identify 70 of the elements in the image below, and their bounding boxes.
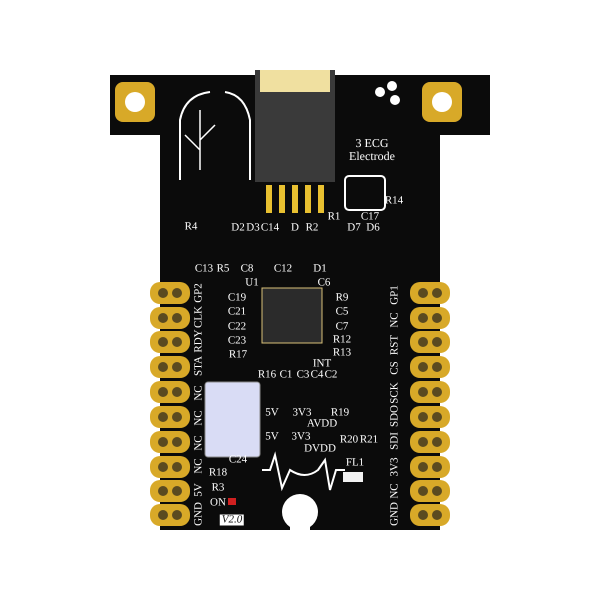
component-label: D bbox=[291, 222, 299, 234]
component-label: AVDD bbox=[306, 418, 338, 430]
component-label: R1 bbox=[328, 212, 340, 222]
pin-label: SDO bbox=[390, 405, 400, 427]
component-label: C19 bbox=[228, 292, 246, 304]
component-label: C8 bbox=[240, 264, 254, 274]
component-label: C24 bbox=[228, 454, 248, 466]
component-label: DVDD bbox=[304, 444, 336, 454]
component-label: V2.0 bbox=[220, 514, 244, 526]
pin-label: NC bbox=[194, 458, 204, 474]
component-label: D2 bbox=[231, 222, 245, 234]
component-label: D3 bbox=[246, 222, 260, 234]
component-label: C2 bbox=[324, 370, 338, 380]
component-label: D7 bbox=[347, 222, 361, 234]
component-label: R16 bbox=[258, 370, 276, 380]
component-label: C14 bbox=[260, 222, 280, 234]
component-label: D1 bbox=[313, 264, 327, 274]
component-label: C12 bbox=[274, 264, 292, 274]
component-label: FL1 bbox=[346, 458, 364, 468]
board-caption: 3 ECG Electrode bbox=[348, 137, 396, 163]
pin-label: CLK bbox=[194, 306, 204, 328]
component-label: R21 bbox=[360, 434, 378, 446]
component-label: C5 bbox=[336, 306, 348, 318]
component-label: ON bbox=[210, 498, 226, 508]
pin-label: NC bbox=[390, 483, 400, 499]
pin-label: STA bbox=[194, 356, 204, 376]
pin-label: NC bbox=[390, 312, 400, 328]
pin-label: GND bbox=[194, 502, 204, 526]
component-label: 3V3 bbox=[292, 432, 310, 442]
component-label: 3V3 bbox=[292, 408, 312, 418]
pin-label: NC bbox=[194, 385, 204, 401]
pin-label: NC bbox=[194, 435, 204, 451]
component-label: C7 bbox=[336, 322, 348, 332]
component-label: INT bbox=[312, 358, 332, 370]
component-label: C4 bbox=[310, 370, 324, 380]
component-label: R18 bbox=[208, 468, 228, 478]
component-label: R3 bbox=[212, 482, 224, 494]
pin-label: SDI bbox=[390, 432, 400, 450]
pin-label: GP1 bbox=[390, 285, 400, 305]
component-label: C21 bbox=[228, 306, 246, 318]
pin-label: CS bbox=[390, 361, 400, 375]
component-label: R12 bbox=[332, 334, 352, 346]
component-label: C6 bbox=[318, 278, 330, 288]
component-label: R4 bbox=[184, 222, 198, 232]
component-label: R20 bbox=[340, 434, 358, 446]
component-label: R13 bbox=[332, 348, 352, 358]
pin-label: RDY bbox=[194, 329, 204, 353]
component-label: C1 bbox=[280, 370, 292, 380]
component-label: R2 bbox=[306, 222, 318, 234]
component-label: R14 bbox=[384, 196, 404, 206]
component-label: D6 bbox=[366, 222, 380, 234]
pin-label: GND bbox=[390, 502, 400, 526]
component-label: C22 bbox=[228, 322, 246, 332]
pin-label: 3V3 bbox=[390, 458, 400, 476]
component-label: C3 bbox=[296, 370, 310, 380]
component-label: 5V bbox=[265, 432, 279, 442]
component-label: 5V bbox=[265, 408, 279, 418]
pin-label: RST bbox=[390, 334, 400, 356]
pin-label: GP2 bbox=[194, 283, 204, 303]
component-label: R19 bbox=[330, 408, 350, 418]
component-label: R9 bbox=[336, 292, 348, 304]
component-label: C13 bbox=[194, 264, 214, 274]
component-label: U1 bbox=[245, 278, 259, 288]
component-label: R5 bbox=[216, 264, 230, 274]
component-label: C17 bbox=[360, 212, 380, 222]
component-label: C23 bbox=[228, 336, 246, 346]
pin-label: 5V bbox=[194, 483, 204, 497]
pin-label: SCK bbox=[390, 382, 400, 404]
component-label: R17 bbox=[228, 350, 248, 360]
pin-label: NC bbox=[194, 410, 204, 426]
